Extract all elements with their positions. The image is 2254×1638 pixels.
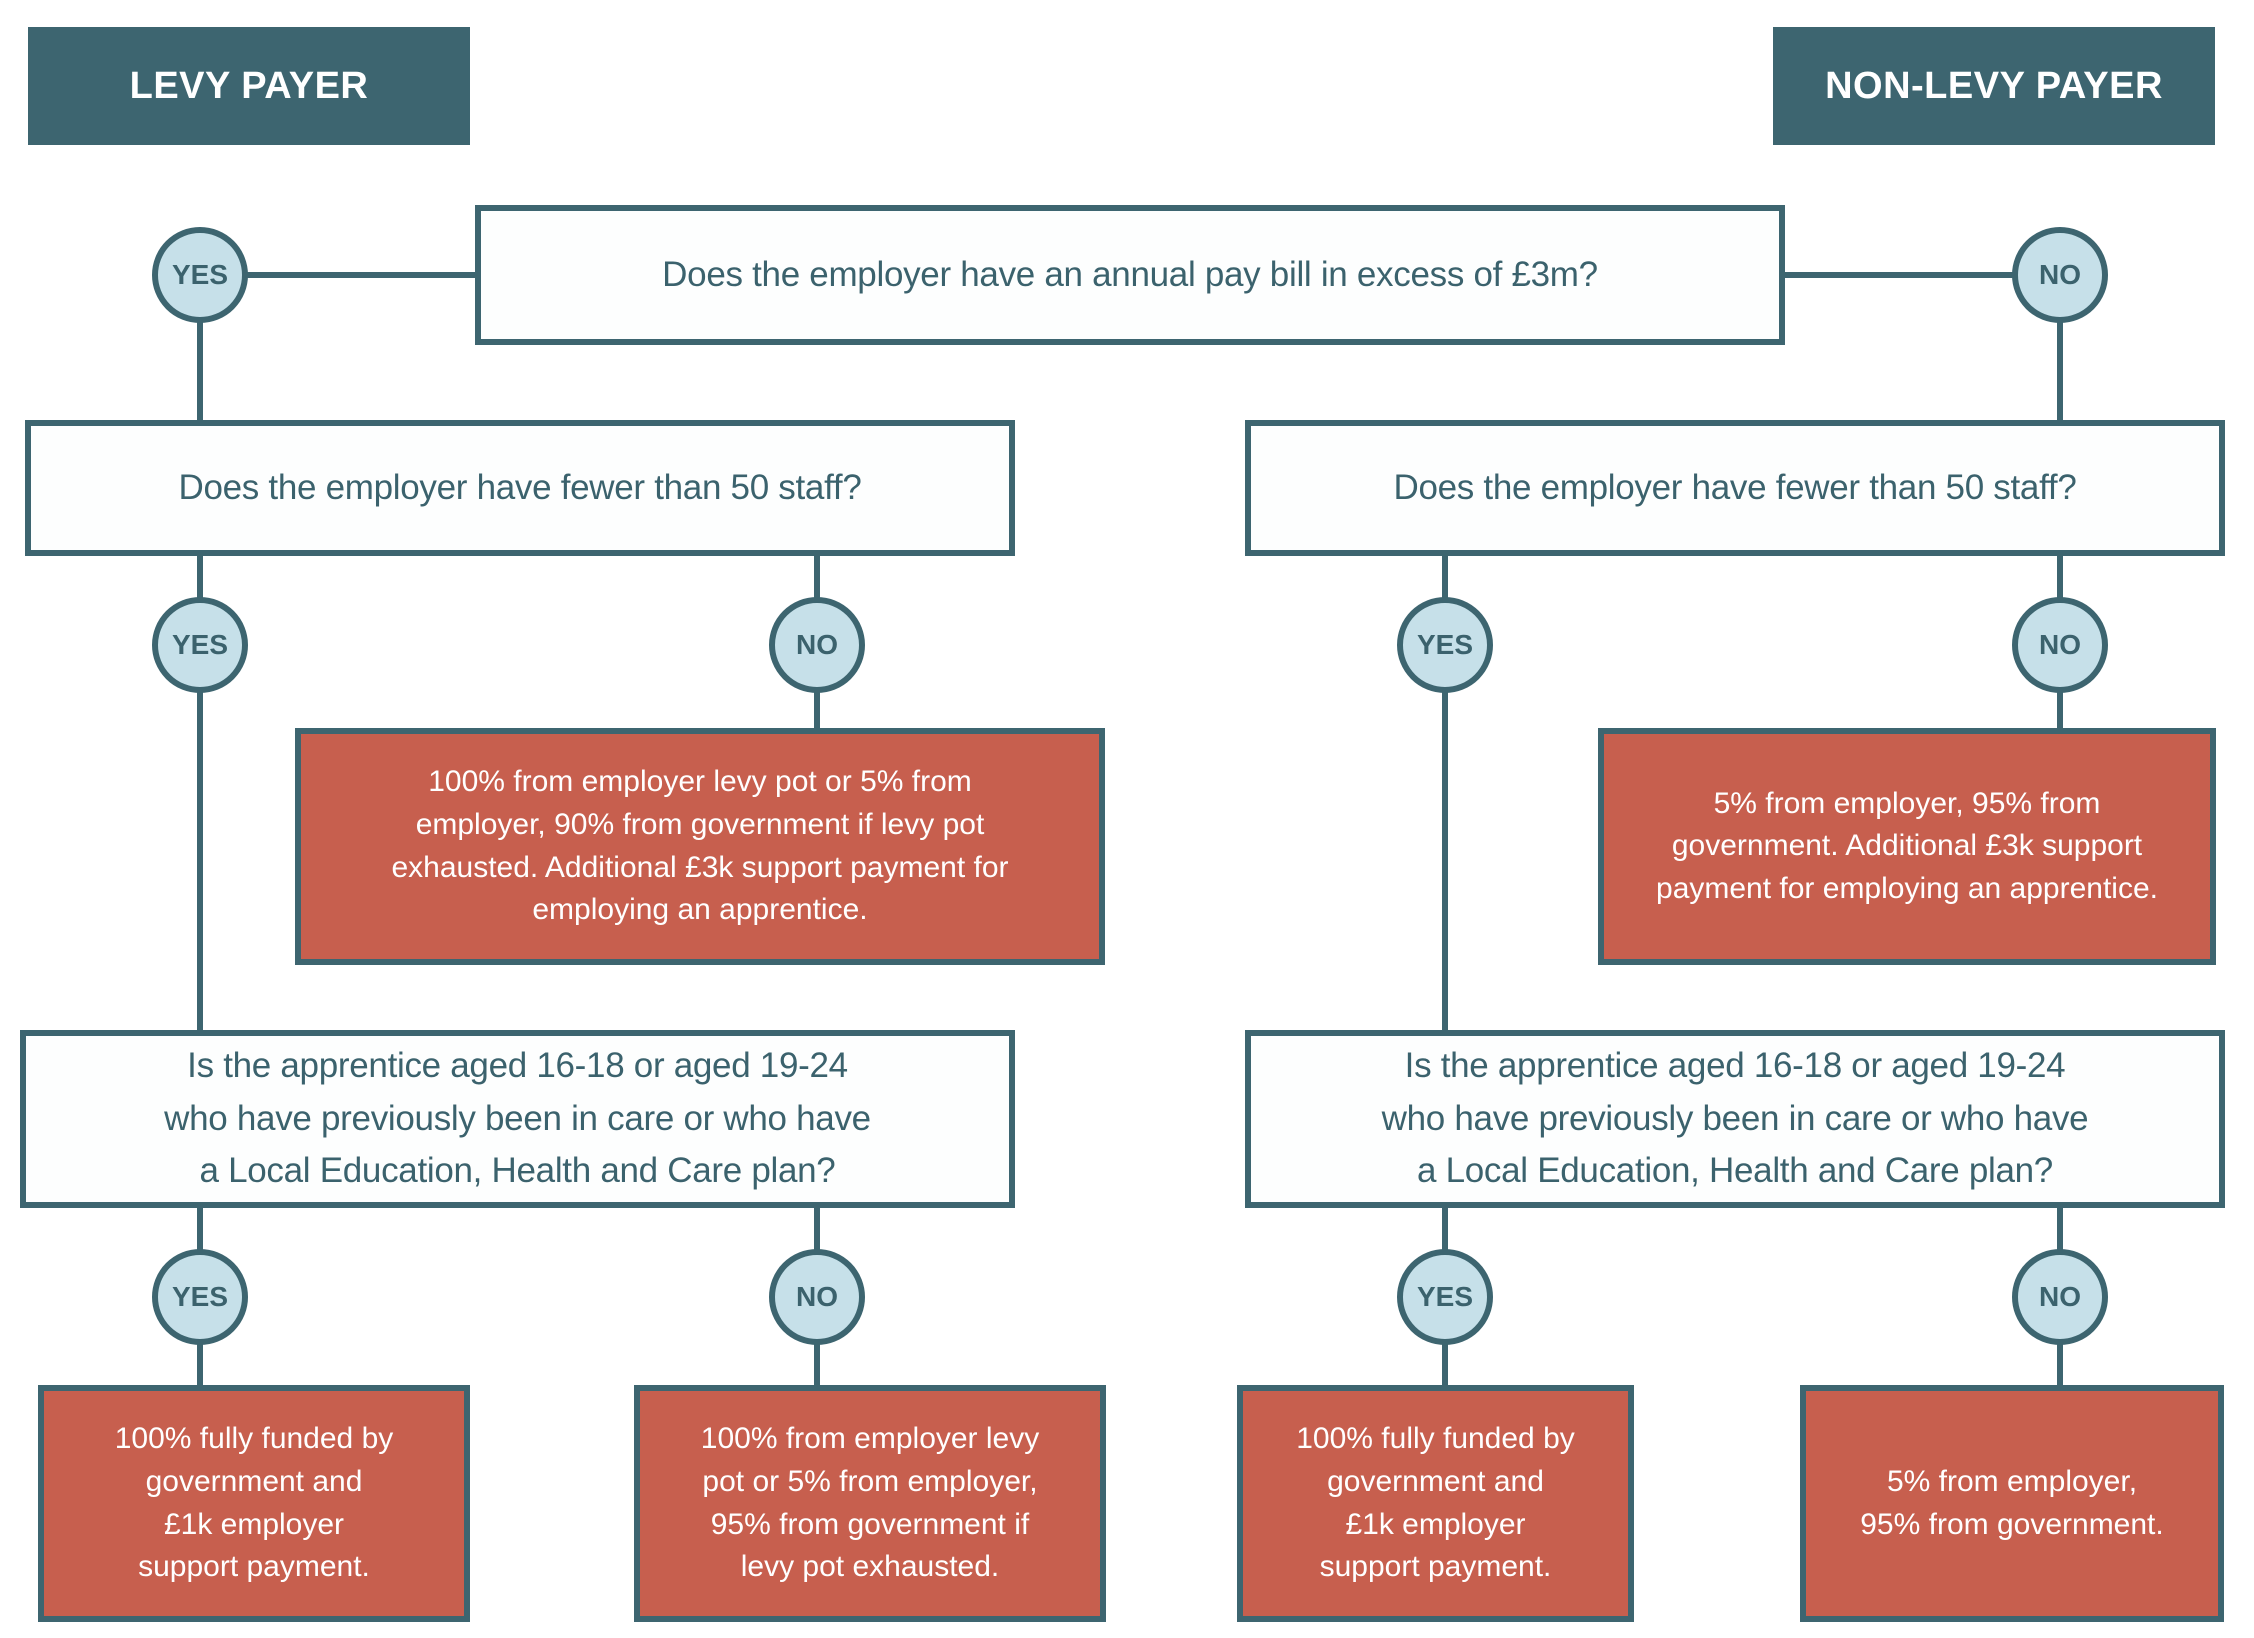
yes-badge-staff-nonlevy: YES: [1397, 597, 1493, 693]
connector-line: [1785, 272, 2060, 278]
no-badge-age-nonlevy: NO: [2012, 1249, 2108, 1345]
question-staff-nonlevy: Does the employer have fewer than 50 sta…: [1245, 420, 2225, 556]
connector-line: [197, 275, 203, 420]
question-apprentice-age-levy: Is the apprentice aged 16-18 or aged 19-…: [20, 1030, 1015, 1208]
yes-badge-age-nonlevy: YES: [1397, 1249, 1493, 1345]
outcome-levy-young: 100% fully funded by government and £1k …: [38, 1385, 470, 1622]
connector-line: [1442, 556, 1448, 1030]
header-levy-payer: LEVY PAYER: [28, 27, 470, 145]
no-badge-staff-levy: NO: [769, 597, 865, 693]
yes-badge-staff-levy: YES: [152, 597, 248, 693]
yes-badge-age-levy: YES: [152, 1249, 248, 1345]
outcome-nonlevy-older: 5% from employer, 95% from government.: [1800, 1385, 2224, 1622]
no-badge-age-levy: NO: [769, 1249, 865, 1345]
header-non-levy-payer: NON-LEVY PAYER: [1773, 27, 2215, 145]
outcome-levy-over50: 100% from employer levy pot or 5% from e…: [295, 728, 1105, 965]
connector-line: [200, 272, 475, 278]
connector-line: [2057, 275, 2063, 420]
outcome-nonlevy-young: 100% fully funded by government and £1k …: [1237, 1385, 1634, 1622]
outcome-nonlevy-over50: 5% from employer, 95% from government. A…: [1598, 728, 2216, 965]
no-badge-paybill: NO: [2012, 227, 2108, 323]
question-apprentice-age-nonlevy: Is the apprentice aged 16-18 or aged 19-…: [1245, 1030, 2225, 1208]
no-badge-staff-nonlevy: NO: [2012, 597, 2108, 693]
connector-line: [197, 556, 203, 1030]
outcome-levy-older: 100% from employer levy pot or 5% from e…: [634, 1385, 1106, 1622]
question-staff-levy: Does the employer have fewer than 50 sta…: [25, 420, 1015, 556]
question-pay-bill: Does the employer have an annual pay bil…: [475, 205, 1785, 345]
yes-badge-paybill: YES: [152, 227, 248, 323]
